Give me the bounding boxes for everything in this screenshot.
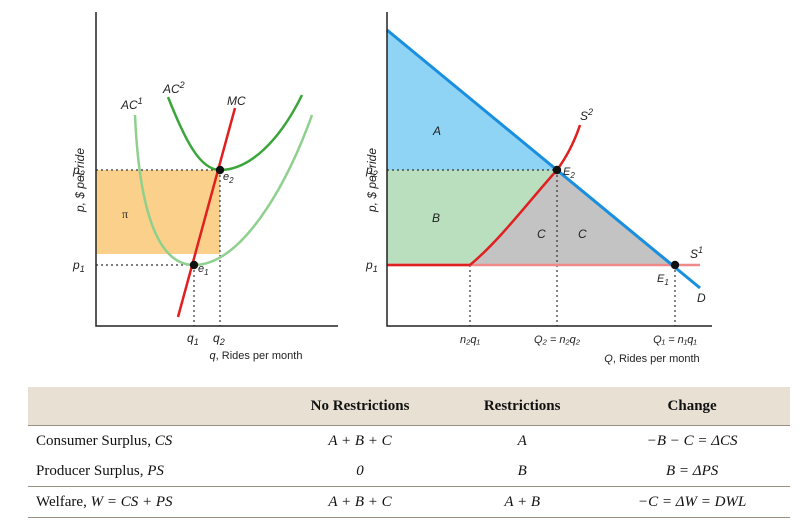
right-x-axis-label: Q, Rides per month	[604, 353, 699, 365]
right-y-axis-label: p, $ per ride	[365, 148, 379, 213]
q2-label: q2	[213, 331, 225, 347]
ac1-label: AC1	[120, 96, 143, 112]
table-row-welfare: Welfare, W = CS + PS A + B + C A + B −C …	[28, 486, 790, 518]
left-panel-firm: p, $ per ride q, Rides per month AC1 AC2…	[72, 12, 338, 362]
right-panel-market: p, $ per ride Q, Rides per month p2 p1 S…	[365, 12, 712, 365]
e2-point	[215, 165, 225, 175]
left-x-axis-label: q, Rides per month	[210, 350, 303, 362]
right-p2-label: p2	[365, 163, 378, 179]
s1-label: S1	[690, 245, 703, 261]
e2-label: e2	[223, 171, 234, 185]
demand-curve	[386, 28, 701, 290]
cell-no-restrictions: 0	[356, 462, 364, 479]
table-header-row: No Restrictions Restrictions Change	[28, 387, 790, 426]
E1-label: E1	[657, 273, 669, 287]
profit-label: π	[122, 207, 128, 221]
s2-label: S2	[580, 107, 593, 123]
cell-no-restrictions: A + B + C	[270, 425, 451, 456]
right-p1-label: p1	[365, 258, 378, 274]
mc-curve	[176, 107, 237, 318]
E2-label: E2	[563, 166, 575, 180]
q1-tick-label: Q₁ = n₁q₁	[653, 334, 697, 346]
E1-point	[670, 260, 680, 270]
left-p2-label: p2	[72, 163, 85, 179]
cell-change: B = ΔPS	[665, 462, 719, 479]
e1-point	[189, 260, 199, 270]
area-b-label: B	[432, 211, 440, 225]
row-label: Producer Surplus, PS	[36, 462, 164, 479]
profit-area	[96, 170, 220, 254]
header-blank	[28, 387, 270, 426]
welfare-table: No Restrictions Restrictions Change Cons…	[28, 387, 790, 518]
right-axes	[386, 12, 712, 327]
left-p1-label: p1	[72, 258, 85, 274]
area-c-right-label: C	[578, 227, 587, 241]
demand-label: D	[697, 291, 706, 305]
header-change: Change	[667, 397, 717, 414]
taxi-market-figure: p, $ per ride q, Rides per month AC1 AC2…	[72, 12, 712, 365]
cell-change: −C = ΔW = DWL	[594, 486, 790, 518]
s2-curve	[469, 124, 582, 266]
cell-no-restrictions: A + B + C	[270, 486, 451, 518]
cell-restrictions: B	[517, 462, 527, 479]
table-row-consumer-surplus: Consumer Surplus, CS A + B + C A −B − C …	[28, 425, 790, 456]
area-c-region	[470, 170, 675, 265]
left-axes	[95, 12, 338, 327]
mc-label: MC	[227, 94, 246, 108]
e1-label: e1	[198, 263, 209, 277]
E2-point	[552, 165, 562, 175]
area-c-left-label: C	[537, 227, 546, 241]
q1-label: q1	[187, 331, 199, 347]
ac2-label: AC2	[162, 80, 185, 96]
cell-restrictions: A + B	[450, 486, 595, 518]
cell-restrictions: A	[450, 425, 595, 456]
area-b-region	[387, 170, 557, 265]
cell-change: −B − C = ΔCS	[594, 425, 790, 456]
header-no-restrictions: No Restrictions	[310, 397, 410, 414]
left-y-axis-label: p, $ per ride	[73, 148, 87, 213]
area-a-label: A	[432, 124, 441, 138]
row-label: Consumer Surplus, CS	[28, 425, 270, 456]
q2-tick-label: Q₂ = n₂q₂	[534, 334, 581, 346]
table-row-producer-surplus: Producer Surplus, PS 0 B B = ΔPS	[28, 456, 790, 487]
row-label: Welfare, W = CS + PS	[28, 486, 270, 518]
header-restrictions: Restrictions	[483, 397, 561, 414]
n2q1-tick-label: n₂q₁	[460, 334, 480, 346]
